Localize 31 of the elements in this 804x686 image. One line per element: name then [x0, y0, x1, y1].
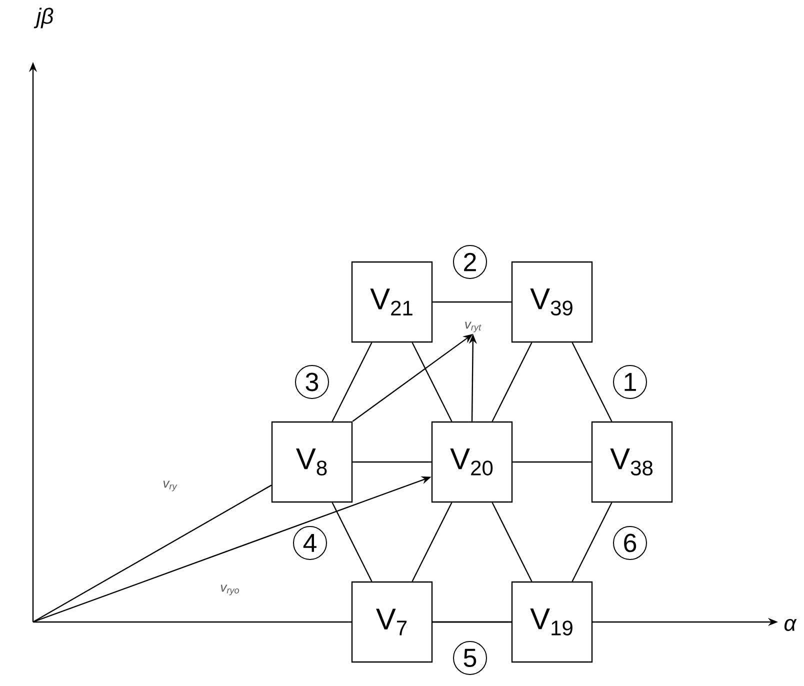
vector-box: V$_{39}$ [511, 261, 593, 343]
vector-box: V$_{38}$ [591, 421, 673, 503]
connector-line [512, 461, 592, 463]
sector-number: 6 [613, 526, 647, 560]
sector-number: 5 [453, 640, 487, 675]
connector-line [492, 342, 532, 422]
axis-label: jβ [34, 8, 54, 28]
connector-line [432, 301, 512, 303]
connector-line [572, 342, 612, 422]
edge-label: v$_{ryo}$ [219, 584, 241, 596]
vector-box: V$_{7}$ [351, 581, 433, 663]
connector-line [432, 621, 512, 623]
vector-label: v$_{ryt}$ [465, 322, 482, 332]
connector-line [352, 461, 432, 463]
connector-line [332, 342, 372, 422]
vector-box: V$_{19}$ [511, 581, 593, 663]
connector-line [32, 484, 272, 622]
connector-line [492, 502, 532, 582]
sector-number: 2 [453, 245, 487, 279]
connector-line [412, 342, 452, 422]
sector-number: 1 [613, 365, 647, 399]
connector-line [332, 502, 372, 582]
connector-line [412, 502, 452, 582]
vector-box: V$_{20}$ [431, 421, 513, 503]
sector-number: 4 [293, 526, 327, 560]
sector-number: 3 [295, 365, 329, 399]
edge-label: v$_{ry}$ [162, 480, 178, 492]
vector-box: V$_{8}$ [271, 421, 353, 503]
axis-label: α [784, 618, 797, 631]
vector-box: V$_{21}$ [351, 261, 433, 343]
connector-line [572, 502, 612, 582]
